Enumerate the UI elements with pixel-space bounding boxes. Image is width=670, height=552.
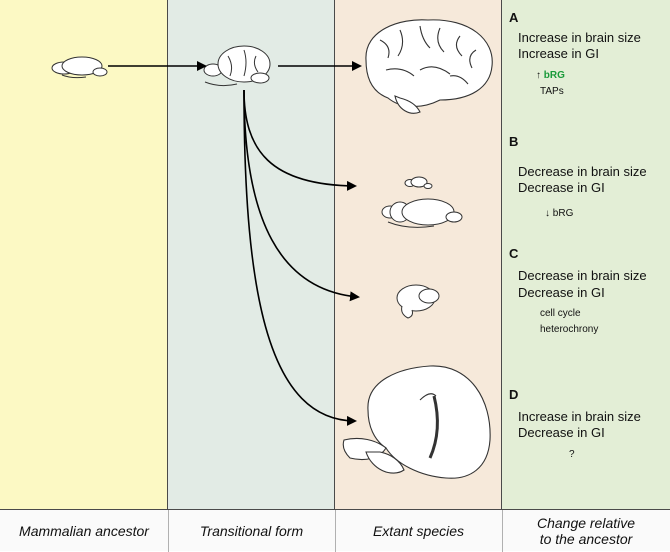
panel-c-line2: Decrease in GI [518,285,605,300]
evolution-diagram [51,19,493,479]
panel-c-line1: Decrease in brain size [518,268,647,283]
large-gyrified-brain-icon [365,19,493,114]
panel-b-detail1-row: ↓ bRG [545,208,573,219]
down-arrow-icon: ↓ [545,208,550,219]
panel-c-detail1: cell cycle [540,308,581,319]
panel-a-line2: Increase in GI [518,46,599,61]
panel-c-detail2: heterochrony [540,324,599,335]
panel-d-line2: Decrease in GI [518,425,605,440]
up-arrow-icon: ↑ [536,70,541,81]
column-footer: Mammalian ancestor Transitional form Ext… [0,509,670,552]
panel-b-detail1: bRG [552,208,574,219]
panel-d-line1: Increase in brain size [518,409,641,424]
arrow-to-brain-d [243,89,357,426]
panel-c-letter: C [509,246,519,261]
tiny-brain-icon [404,176,433,189]
footer-change: Change relative to the ancestor [502,510,670,552]
change-column [502,0,670,509]
lissencephalic-brain-icon [381,198,463,228]
panel-d-letter: D [509,387,519,402]
panel-b-line2: Decrease in GI [518,180,605,195]
large-smooth-brain-icon [342,365,491,479]
small-brain-icon [396,284,440,319]
footer-divider [168,510,169,552]
panel-a-letter: A [509,10,519,25]
panel-b-letter: B [509,134,519,149]
arrow-to-brain-b [243,89,357,191]
panel-a-detail1: bRG [543,70,565,81]
footer-divider [502,510,503,552]
ancestor-column [0,0,168,509]
panel-a-detail1-row: ↑ bRG [536,70,565,81]
panel-b-line1: Decrease in brain size [518,164,647,179]
panel-d-detail1: ? [569,449,575,460]
panel-a-detail2: TAPs [540,86,564,97]
footer-extant: Extant species [372,523,465,539]
ancestor-brain-icon [51,56,108,79]
arrow-to-brain-c [243,89,360,302]
footer-transitional: Transitional form [199,523,304,539]
footer-divider [335,510,336,552]
transitional-brain-icon [203,45,271,87]
footer-change-line2: to the ancestor [539,531,633,547]
footer-ancestor: Mammalian ancestor [19,523,149,539]
panel-a-line1: Increase in brain size [518,30,641,45]
footer-change-line1: Change relative [536,515,636,531]
